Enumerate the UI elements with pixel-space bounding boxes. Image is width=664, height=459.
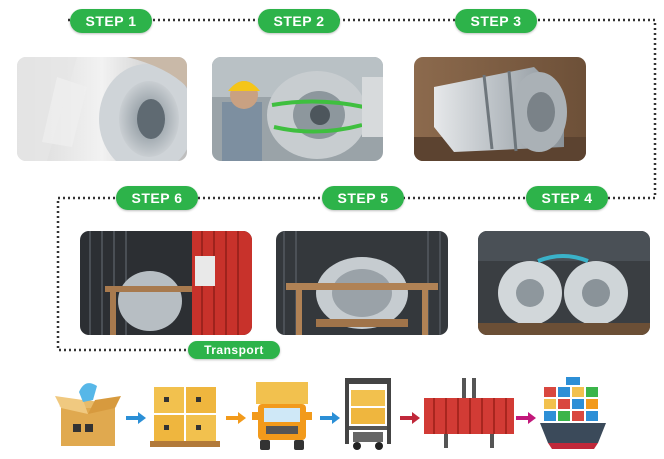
step-2-photo [212,57,383,161]
transport-label: Transport [188,341,280,359]
arrow-4-icon [400,412,420,424]
step-6-label: STEP 6 [116,186,198,210]
delivery-truck-icon [252,382,312,450]
arrow-3-icon [320,412,340,424]
open-box-icon [55,383,121,446]
palletized-boxes-icon [150,387,220,447]
step-4-photo [478,231,650,335]
step-5-label: STEP 5 [322,186,404,210]
step-4-label: STEP 4 [526,186,608,210]
arrow-5-icon [516,412,536,424]
forklift-icon [345,378,391,450]
step-3-photo [414,57,586,161]
step-2-label: STEP 2 [258,9,340,33]
cargo-ship-icon [540,377,606,449]
step-1-photo [17,57,187,161]
arrow-1-icon [126,412,146,424]
step-3-label: STEP 3 [455,9,537,33]
arrow-2-icon [226,412,246,424]
step-5-photo [276,231,448,335]
step-6-photo [80,231,252,335]
step-1-label: STEP 1 [70,9,152,33]
shipping-container-icon [424,378,514,448]
